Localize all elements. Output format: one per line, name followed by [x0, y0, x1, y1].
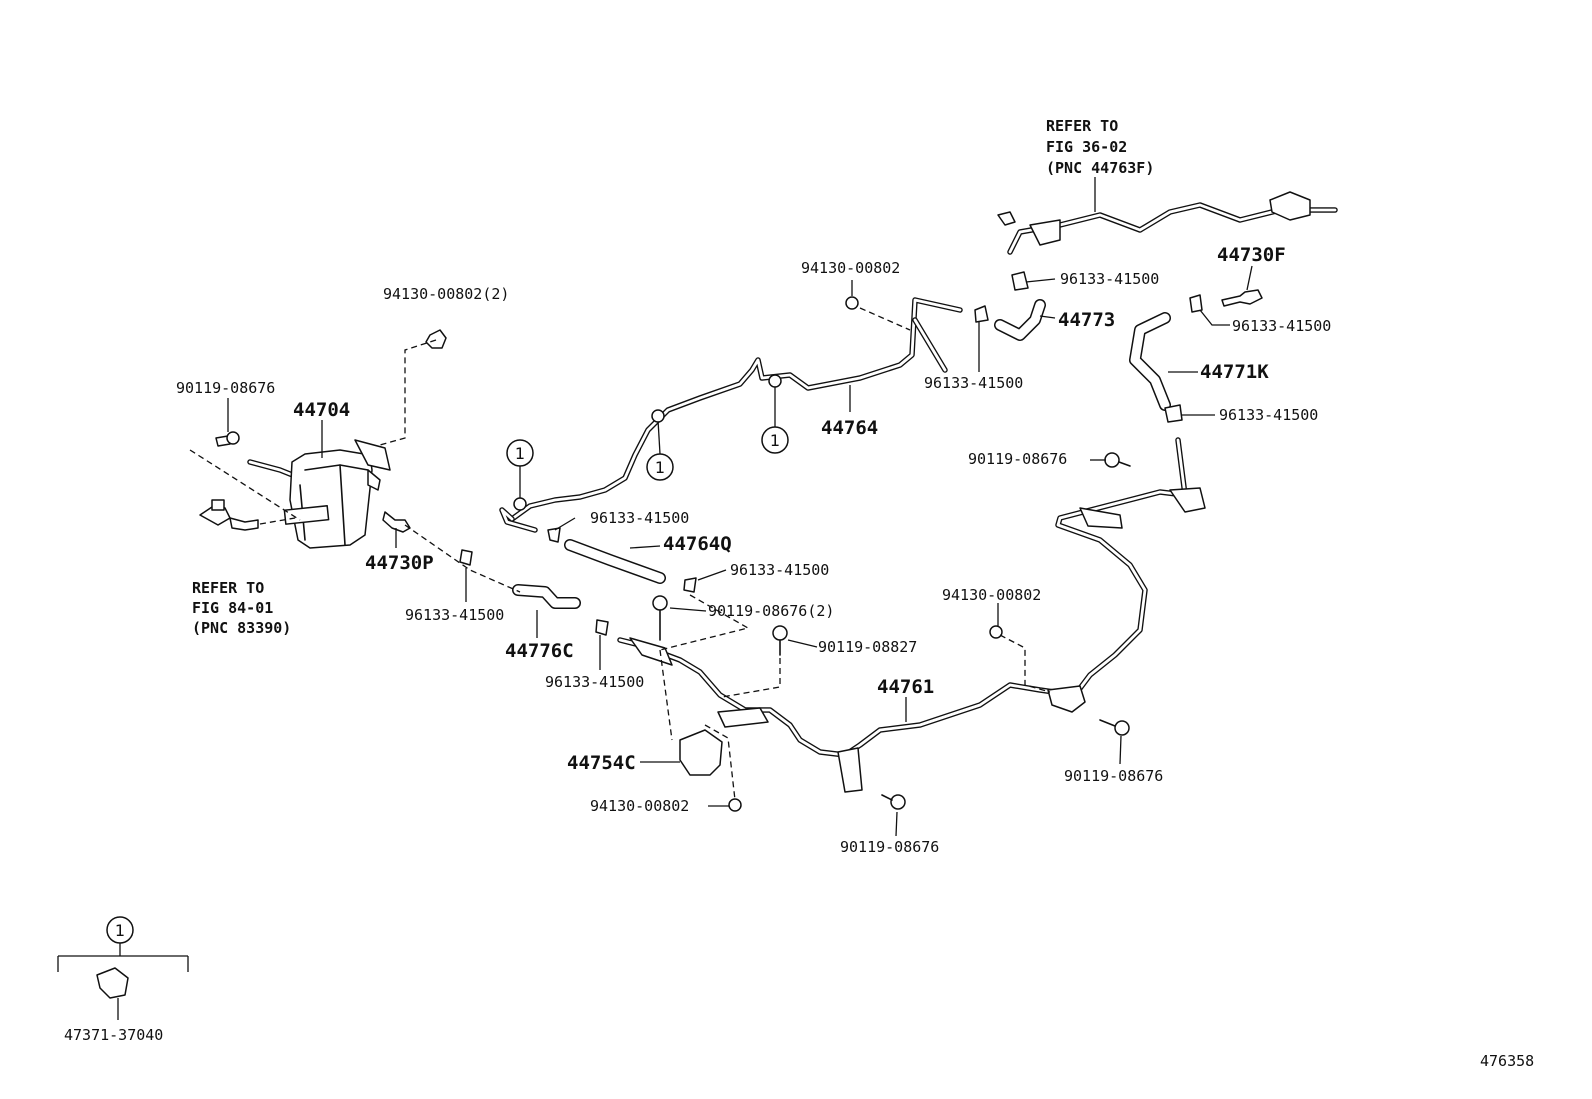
bracket-44754C: [679, 729, 723, 776]
legend-marker: 1: [115, 921, 125, 940]
label-44754C: 44754C: [567, 752, 636, 774]
label-96133-41500-d: 96133-41500: [730, 561, 829, 579]
label-44730F: 44730F: [1217, 244, 1286, 266]
label-44761: 44761: [877, 676, 934, 698]
fasteners: [96, 271, 1203, 999]
hose-44776C: [512, 584, 581, 609]
clip-marker-1: 1: [515, 444, 525, 463]
figure-id: 476358: [1480, 1052, 1534, 1070]
label-94130-00802-bot: 94130-00802: [590, 797, 689, 815]
label-96133-41500-h: 96133-41500: [1219, 406, 1318, 424]
valve-44730F: [1221, 289, 1263, 307]
brackets-44761: [629, 487, 1206, 793]
hose-44773: [994, 299, 1046, 341]
legend: 1 47371-37040: [57, 916, 189, 1044]
label-44776C: 44776C: [505, 640, 574, 662]
connector-83390: [199, 499, 259, 531]
label-44773: 44773: [1058, 309, 1115, 331]
label-90119-08827: 90119-08827: [818, 638, 917, 656]
label-94130-00802-2: 94130-00802(2): [383, 285, 509, 303]
label-44764Q: 44764Q: [663, 533, 732, 555]
label-44704: 44704: [293, 399, 350, 421]
label-96133-41500-g: 96133-41500: [1232, 317, 1331, 335]
refer-fig36-line1: REFER TO: [1046, 117, 1118, 135]
label-94130-00802-top: 94130-00802: [801, 259, 900, 277]
legend-part: 47371-37040: [64, 1026, 163, 1044]
hose-44764Q: [564, 539, 666, 584]
label-90119-08676-mid: 90119-08676: [968, 450, 1067, 468]
refer-fig84-line1: REFER TO: [192, 579, 264, 597]
label-96133-41500-b: 96133-41500: [545, 673, 644, 691]
label-90119-08676-right: 90119-08676: [1064, 767, 1163, 785]
label-90119-08676-bot: 90119-08676: [840, 838, 939, 856]
valve-44730P: [382, 511, 411, 533]
leader-lines: [227, 177, 1253, 837]
label-96133-41500-c: 96133-41500: [590, 509, 689, 527]
clip-markers: 1 1 1: [506, 374, 789, 511]
clip-marker-2: 1: [655, 458, 665, 477]
refer-fig84-line3: (PNC 83390): [192, 619, 291, 637]
label-96133-41500-f: 96133-41500: [1060, 270, 1159, 288]
label-96133-41500-e: 96133-41500: [924, 374, 1023, 392]
label-44730P: 44730P: [365, 552, 434, 574]
label-90119-08676-tl: 90119-08676: [176, 379, 275, 397]
brake-line-44764: [499, 297, 963, 533]
label-94130-00802-mid: 94130-00802: [942, 586, 1041, 604]
refer-fig36-line2: FIG 36-02: [1046, 138, 1127, 156]
refer-fig84-line2: FIG 84-01: [192, 599, 273, 617]
hose-44771K: [1129, 312, 1171, 411]
label-44771K: 44771K: [1200, 361, 1269, 383]
brake-line-44761: [617, 437, 1188, 758]
label-44764: 44764: [821, 417, 878, 439]
canister-44704: [247, 439, 391, 549]
dashed-guides: [189, 307, 1051, 801]
clip-marker-3: 1: [770, 431, 780, 450]
label-96133-41500-a: 96133-41500: [405, 606, 504, 624]
label-90119-08676-2: 90119-08676(2): [708, 602, 834, 620]
refer-fig36-line3: (PNC 44763F): [1046, 159, 1154, 177]
connector-44763F: [997, 191, 1311, 246]
